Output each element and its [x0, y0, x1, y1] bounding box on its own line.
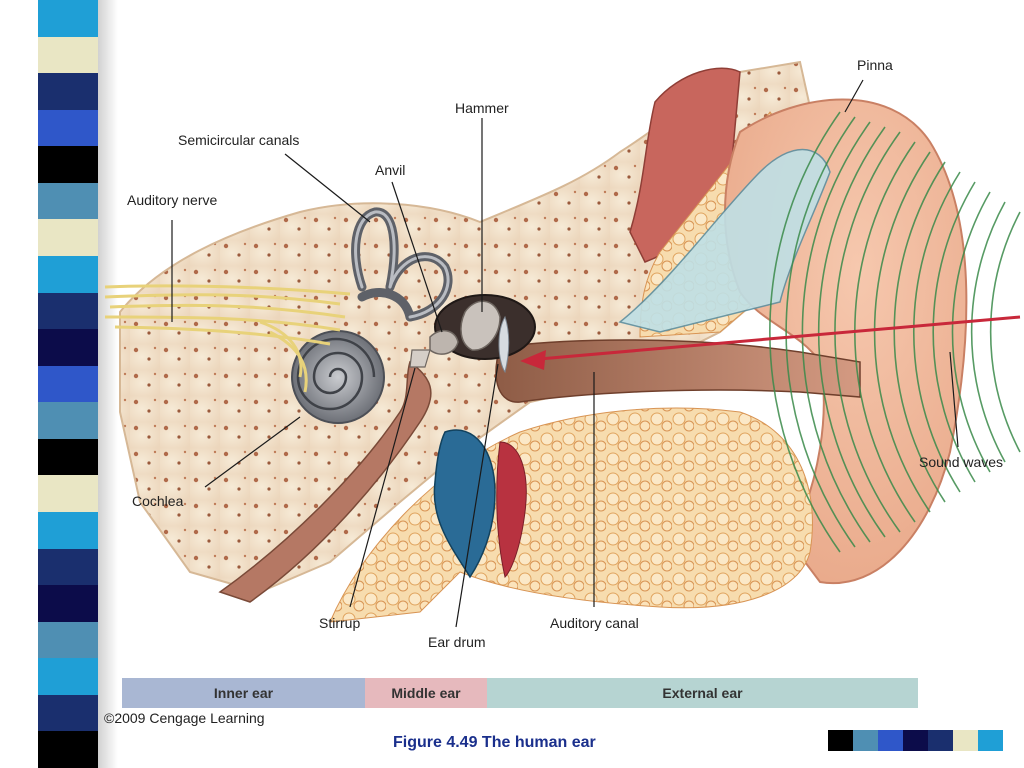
strip-block	[38, 256, 98, 294]
strip-block	[38, 585, 98, 623]
label-leader-lines	[171, 79, 959, 628]
label-semicircular-canals: Semicircular canals	[178, 132, 300, 148]
label-auditory-canal: Auditory canal	[550, 615, 639, 631]
label-stirrup: Stirrup	[319, 615, 361, 631]
strip-block	[38, 438, 98, 476]
ear-region-bar: Inner ear Middle ear External ear	[122, 678, 918, 708]
region-external-ear: External ear	[487, 678, 918, 708]
fat-tissue-lower	[329, 407, 813, 623]
arrow-head	[520, 350, 546, 370]
label-ear-drum: Ear drum	[428, 634, 486, 650]
color-swatch	[903, 730, 928, 751]
auditory-nerve-shape	[104, 284, 351, 393]
ear-diagram: Pinna Hammer Semicircular canals Anvil A…	[100, 32, 1024, 732]
strip-block	[38, 365, 98, 403]
strip-block	[38, 0, 98, 38]
strip-block	[38, 182, 98, 220]
label-auditory-nerve: Auditory nerve	[127, 192, 218, 208]
blood-vessel-red	[496, 441, 527, 578]
strip-block	[38, 146, 98, 184]
color-swatch	[978, 730, 1003, 751]
strip-block	[38, 329, 98, 367]
anvil-bone	[429, 330, 459, 355]
strip-block	[38, 621, 98, 659]
strip-block	[38, 402, 98, 440]
auditory-canal-shape	[495, 339, 861, 403]
stirrup-bone	[409, 349, 431, 368]
label-anvil: Anvil	[375, 162, 406, 178]
strip-block	[38, 548, 98, 586]
label-hammer: Hammer	[455, 100, 509, 116]
strip-block	[38, 475, 98, 513]
strip-block	[38, 219, 98, 257]
blood-vessel-blue	[433, 429, 496, 579]
color-swatch	[928, 730, 953, 751]
strip-block	[38, 36, 98, 74]
strip-block	[38, 694, 98, 732]
copyright-notice: ©2009 Cengage Learning	[104, 710, 265, 726]
label-sound-waves: Sound waves	[919, 454, 1004, 470]
ear-drum-membrane	[498, 315, 510, 374]
strip-block	[38, 109, 98, 147]
figure-caption: Figure 4.49 The human ear	[393, 734, 596, 751]
label-cochlea: Cochlea	[132, 493, 184, 509]
color-swatch	[878, 730, 903, 751]
color-swatch	[853, 730, 878, 751]
color-swatch-row	[828, 730, 1003, 751]
sound-direction-arrow	[527, 315, 1021, 362]
decorative-color-strip	[0, 0, 118, 768]
region-inner-ear: Inner ear	[122, 678, 365, 708]
color-swatch	[953, 730, 978, 751]
strip-shadow	[98, 0, 118, 768]
strip-block	[38, 292, 98, 330]
strip-block	[38, 731, 98, 768]
strip-block	[38, 658, 98, 696]
cochlea-spiral	[296, 337, 376, 411]
label-pinna: Pinna	[857, 57, 893, 73]
color-swatch	[828, 730, 853, 751]
cartilage	[618, 148, 831, 333]
region-middle-ear: Middle ear	[365, 678, 487, 708]
strip-block	[38, 73, 98, 111]
sound-waves-shape	[769, 111, 1021, 553]
strip-block	[38, 512, 98, 550]
hammer-bone	[460, 300, 501, 351]
